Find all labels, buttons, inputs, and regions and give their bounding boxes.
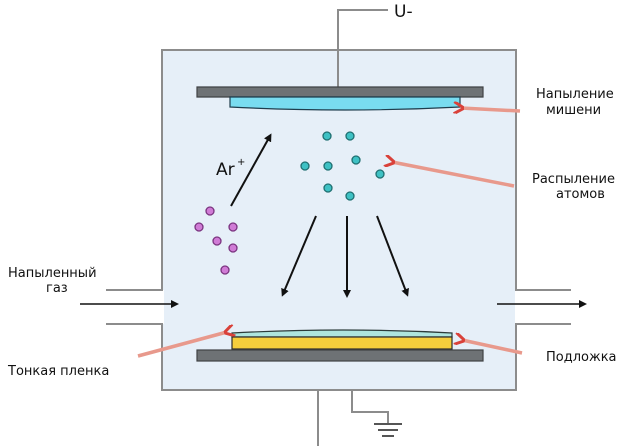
gas-label-line1: Напыленный [8,266,97,281]
atom [351,155,361,165]
atom [345,191,355,201]
atom [300,161,310,171]
atom [322,131,332,141]
atom [323,161,333,171]
target-assembly [196,86,484,111]
gas-outlet-port [497,289,587,325]
ground-connection [317,390,402,446]
ion [194,222,204,232]
target-pointer [461,108,521,111]
sputter-pointer [392,162,515,188]
ion [228,243,238,253]
cathode-plate [196,86,484,98]
atom [345,131,355,141]
cathode-wire [337,9,388,88]
ion [212,236,222,246]
substrate-assembly [196,329,484,362]
ion-charge-label: + [237,157,245,168]
film-label: Тонкая пленка [7,364,109,379]
argon-ions [194,206,238,275]
sputter-label-line2: атомов [556,187,605,202]
gas-inlet-port [80,289,179,325]
sputter-label-line1: Распыление [532,172,615,187]
deposition-arrow [376,215,409,297]
target-label-line2: мишени [546,103,601,118]
sputtered-atoms [300,131,385,201]
target-label-line1: Напыление [536,87,614,102]
ion-arrow [230,133,272,207]
target-material [229,96,461,111]
substrate-holder [196,349,484,362]
ion [205,206,215,216]
ion [228,222,238,232]
voltage-label: U- [394,2,413,22]
atom [323,183,333,193]
ion-label: Ar [216,160,235,180]
substrate-layer [231,336,453,350]
film-pointer [137,332,227,358]
gas-label-line2: газ [46,281,68,296]
substrate-label: Подложка [546,350,617,365]
atom [375,169,385,179]
substrate-pointer [462,340,523,355]
ion [220,265,230,275]
deposition-arrow [281,215,317,297]
deposition-arrows [281,215,409,298]
thin-film [231,329,453,338]
pointer-arrows [137,108,523,358]
